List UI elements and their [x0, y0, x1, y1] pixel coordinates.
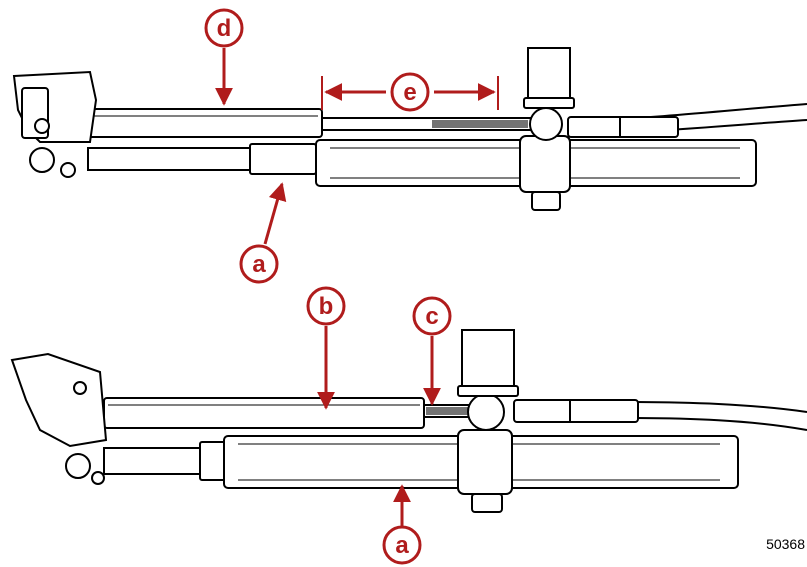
top-pivot-block [519, 135, 571, 193]
callout-d-label: d [217, 15, 232, 42]
callout-a-bottom-label: a [395, 532, 409, 559]
top-nut [531, 191, 561, 211]
callout-e-label: e [403, 79, 416, 106]
callout-a-top-label: a [252, 251, 266, 278]
bottom-ball-joint [467, 393, 505, 431]
top-ball-joint [529, 107, 563, 141]
callouts: d e a b c a [204, 8, 499, 565]
callout-a-top-circle [239, 244, 279, 284]
bottom-pivot-block [457, 429, 513, 495]
top-post [527, 47, 571, 101]
callout-d-circle [204, 8, 244, 48]
figure-number: 50368 [766, 536, 805, 552]
bottom-upper-tube [103, 397, 425, 429]
bottom-lower-tube [103, 447, 215, 475]
bottom-assembly [10, 329, 807, 513]
top-cable-fitting [567, 116, 679, 138]
top-assembly [12, 47, 807, 211]
callout-b-circle [306, 286, 346, 326]
callout-e-circle [390, 72, 430, 112]
callout-a-top-arrow [263, 182, 287, 245]
top-lower-tube [87, 147, 255, 171]
bottom-post [461, 329, 515, 389]
bottom-left-bracket [10, 352, 108, 448]
callout-c-label: c [425, 303, 438, 330]
callout-c-circle [412, 296, 452, 336]
bottom-nut [471, 493, 503, 513]
callout-a-bottom-circle [382, 525, 422, 565]
top-upper-tube [87, 108, 323, 138]
bottom-cable [619, 401, 807, 413]
top-sleeve [249, 143, 317, 175]
bottom-cable-fitting [513, 399, 639, 423]
callout-b-label: b [319, 293, 334, 320]
